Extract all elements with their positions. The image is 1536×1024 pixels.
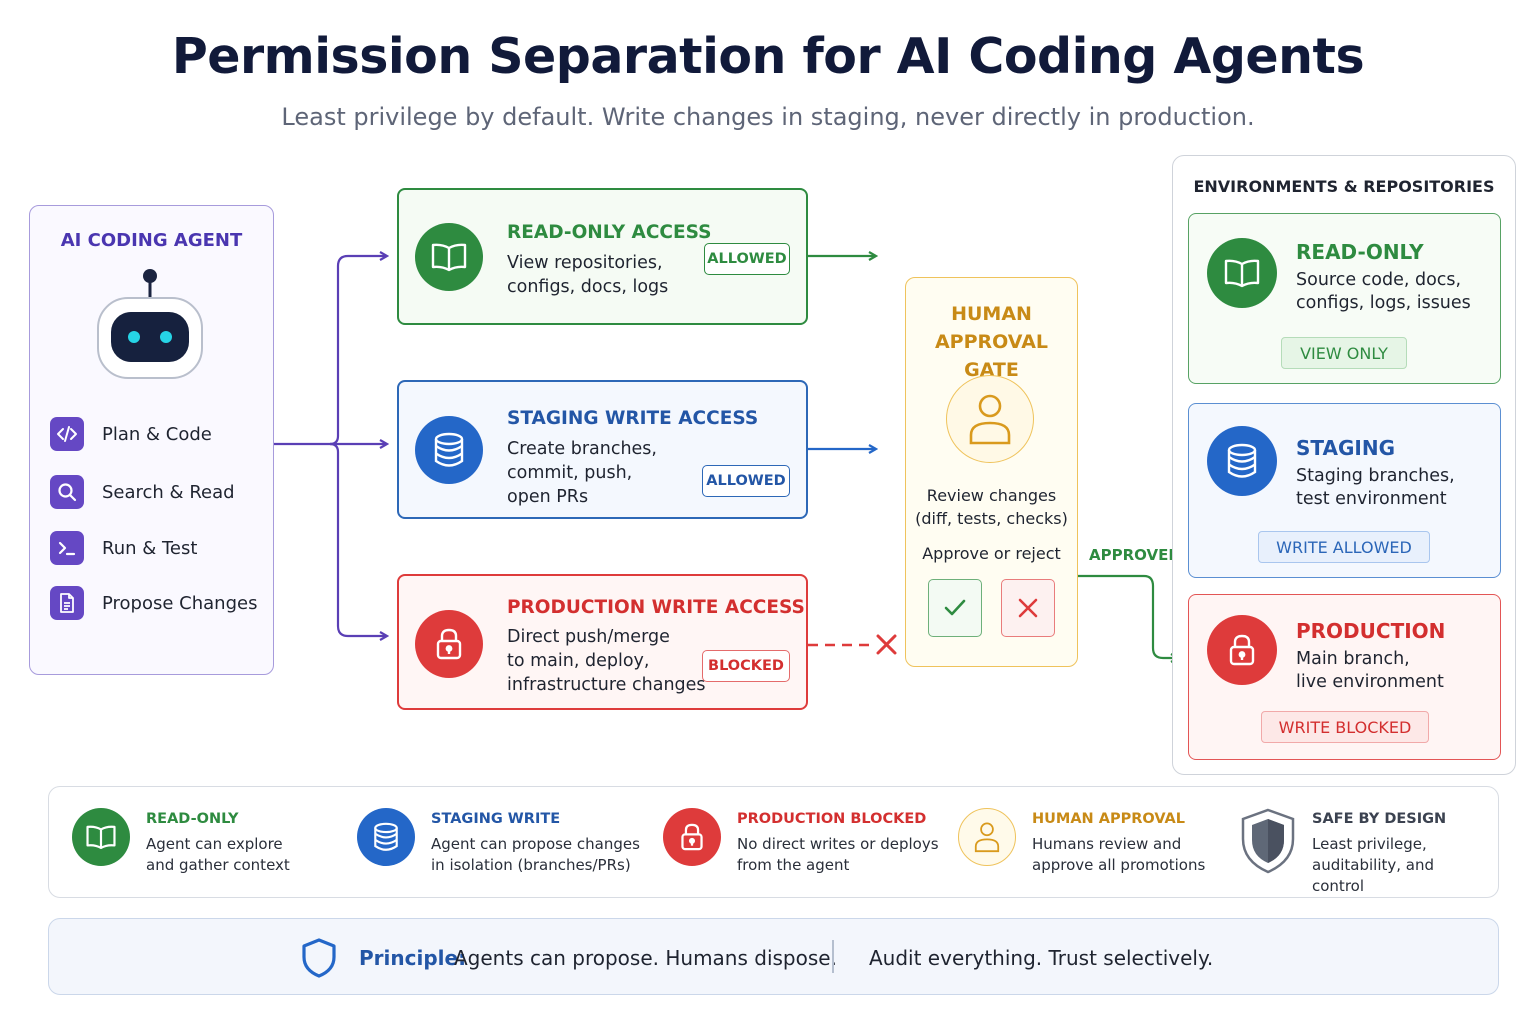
- lock-icon: [1207, 615, 1277, 685]
- book-icon: [415, 223, 483, 291]
- env-card-description: Main branch, live environment: [1296, 649, 1444, 692]
- env-card-description: Staging branches, test environment: [1296, 466, 1455, 509]
- approve-button[interactable]: [928, 579, 982, 637]
- legend-title: SAFE BY DESIGN: [1312, 811, 1447, 827]
- tool-propose-changes: Propose Changes: [50, 585, 270, 621]
- approved-label: APPROVED: [1089, 546, 1181, 564]
- legend-title: READ-ONLY: [146, 811, 239, 827]
- page-title: Permission Separation for AI Coding Agen…: [171, 28, 1365, 85]
- view-only-pill: VIEW ONLY: [1281, 337, 1407, 369]
- allowed-badge: ALLOWED: [704, 243, 790, 275]
- blocked-badge: BLOCKED: [702, 650, 790, 682]
- production-write-access-card: PRODUCTION WRITE ACCESS Direct push/merg…: [397, 574, 808, 710]
- book-icon: [72, 808, 130, 866]
- legend-title: HUMAN APPROVAL: [1032, 811, 1186, 827]
- person-icon: [958, 808, 1016, 866]
- legend-item-human-approval: HUMAN APPROVAL Humans review and approve…: [958, 787, 1228, 899]
- write-blocked-pill: WRITE BLOCKED: [1261, 711, 1429, 743]
- card-description: Create branches, commit, push, open PRs: [507, 439, 657, 507]
- tool-plan-code: Plan & Code: [50, 416, 270, 452]
- environments-panel: ENVIRONMENTS & REPOSITORIES READ-ONLY So…: [1172, 155, 1516, 775]
- tool-label: Plan & Code: [102, 423, 212, 445]
- legend-description: Agent can propose changes in isolation (…: [431, 835, 640, 874]
- agent-title: AI CODING AGENT: [60, 230, 243, 251]
- card-description: Direct push/merge to main, deploy, infra…: [507, 627, 706, 695]
- tool-label: Propose Changes: [102, 592, 258, 614]
- reject-button[interactable]: [1001, 579, 1055, 637]
- legend-title: STAGING WRITE: [431, 811, 561, 827]
- approved-arrow: [1078, 574, 1178, 658]
- principle-text-secondary: Audit everything. Trust selectively.: [869, 946, 1214, 970]
- tool-label: Run & Test: [102, 537, 198, 559]
- human-approval-gate: HUMAN APPROVAL GATE Review changes (diff…: [905, 277, 1078, 667]
- blocked-x-icon: [876, 634, 897, 655]
- gate-approve-text: Approve or reject: [922, 544, 1061, 563]
- legend: READ-ONLY Agent can explore and gather c…: [48, 786, 1499, 898]
- legend-title: PRODUCTION BLOCKED: [737, 811, 927, 827]
- book-icon: [1207, 238, 1277, 308]
- database-icon: [415, 416, 483, 484]
- legend-description: Humans review and approve all promotions: [1032, 835, 1206, 874]
- staging-write-access-card: STAGING WRITE ACCESS Create branches, co…: [397, 380, 808, 519]
- card-title: STAGING WRITE ACCESS: [507, 408, 759, 429]
- env-card-title: PRODUCTION: [1296, 619, 1446, 643]
- principle-label: Principle:: [359, 946, 467, 970]
- legend-item-read-only: READ-ONLY Agent can explore and gather c…: [72, 787, 332, 899]
- shield-icon: [1241, 808, 1295, 874]
- person-icon: [946, 375, 1034, 463]
- database-icon: [357, 808, 415, 866]
- search-icon: [50, 475, 84, 509]
- principle-bar: Principle: Agents can propose. Humans di…: [48, 918, 1499, 995]
- tool-run-test: Run & Test: [50, 530, 270, 566]
- agent-panel: AI CODING AGENT Plan & Code Search & Rea…: [29, 205, 274, 675]
- legend-item-production-blocked: PRODUCTION BLOCKED No direct writes or d…: [663, 787, 943, 899]
- legend-item-staging-write: STAGING WRITE Agent can propose changes …: [357, 787, 647, 899]
- env-read-only-card: READ-ONLY Source code, docs, configs, lo…: [1188, 213, 1501, 384]
- close-icon: [1018, 598, 1038, 618]
- env-production-card: PRODUCTION Main branch, live environment…: [1188, 594, 1501, 760]
- env-staging-card: STAGING Staging branches, test environme…: [1188, 403, 1501, 578]
- gate-title: HUMAN APPROVAL GATE: [934, 303, 1049, 381]
- tool-label: Search & Read: [102, 481, 235, 503]
- checkmark-icon: [944, 599, 966, 616]
- document-icon: [50, 586, 84, 620]
- card-title: READ-ONLY ACCESS: [507, 222, 712, 243]
- lock-icon: [415, 610, 483, 678]
- allowed-badge: ALLOWED: [702, 465, 790, 497]
- env-card-description: Source code, docs, configs, logs, issues: [1296, 270, 1471, 313]
- read-only-access-card: READ-ONLY ACCESS View repositories, conf…: [397, 188, 808, 325]
- environments-title: ENVIRONMENTS & REPOSITORIES: [1193, 177, 1495, 196]
- shield-icon: [302, 938, 336, 978]
- terminal-icon: [50, 531, 84, 565]
- principle-text: Agents can propose. Humans dispose.: [454, 946, 837, 970]
- env-card-title: STAGING: [1296, 436, 1395, 460]
- agent-branch-arrows: [274, 256, 387, 636]
- database-icon: [1207, 426, 1277, 496]
- write-allowed-pill: WRITE ALLOWED: [1258, 531, 1430, 563]
- legend-description: Least privilege, auditability, and contr…: [1312, 835, 1434, 895]
- page-subtitle: Least privilege by default. Write change…: [281, 103, 1255, 131]
- gate-review-text: Review changes (diff, tests, checks): [915, 486, 1068, 528]
- divider: [832, 940, 834, 973]
- env-card-title: READ-ONLY: [1296, 240, 1424, 264]
- robot-icon: [97, 269, 203, 379]
- code-icon: [50, 417, 84, 451]
- lock-icon: [663, 808, 721, 866]
- card-description: View repositories, configs, docs, logs: [507, 253, 669, 297]
- legend-description: No direct writes or deploys from the age…: [737, 835, 939, 874]
- card-title: PRODUCTION WRITE ACCESS: [507, 597, 805, 618]
- legend-description: Agent can explore and gather context: [146, 835, 290, 874]
- legend-item-safe-by-design: SAFE BY DESIGN Least privilege, auditabi…: [1238, 787, 1488, 899]
- tool-search-read: Search & Read: [50, 474, 270, 510]
